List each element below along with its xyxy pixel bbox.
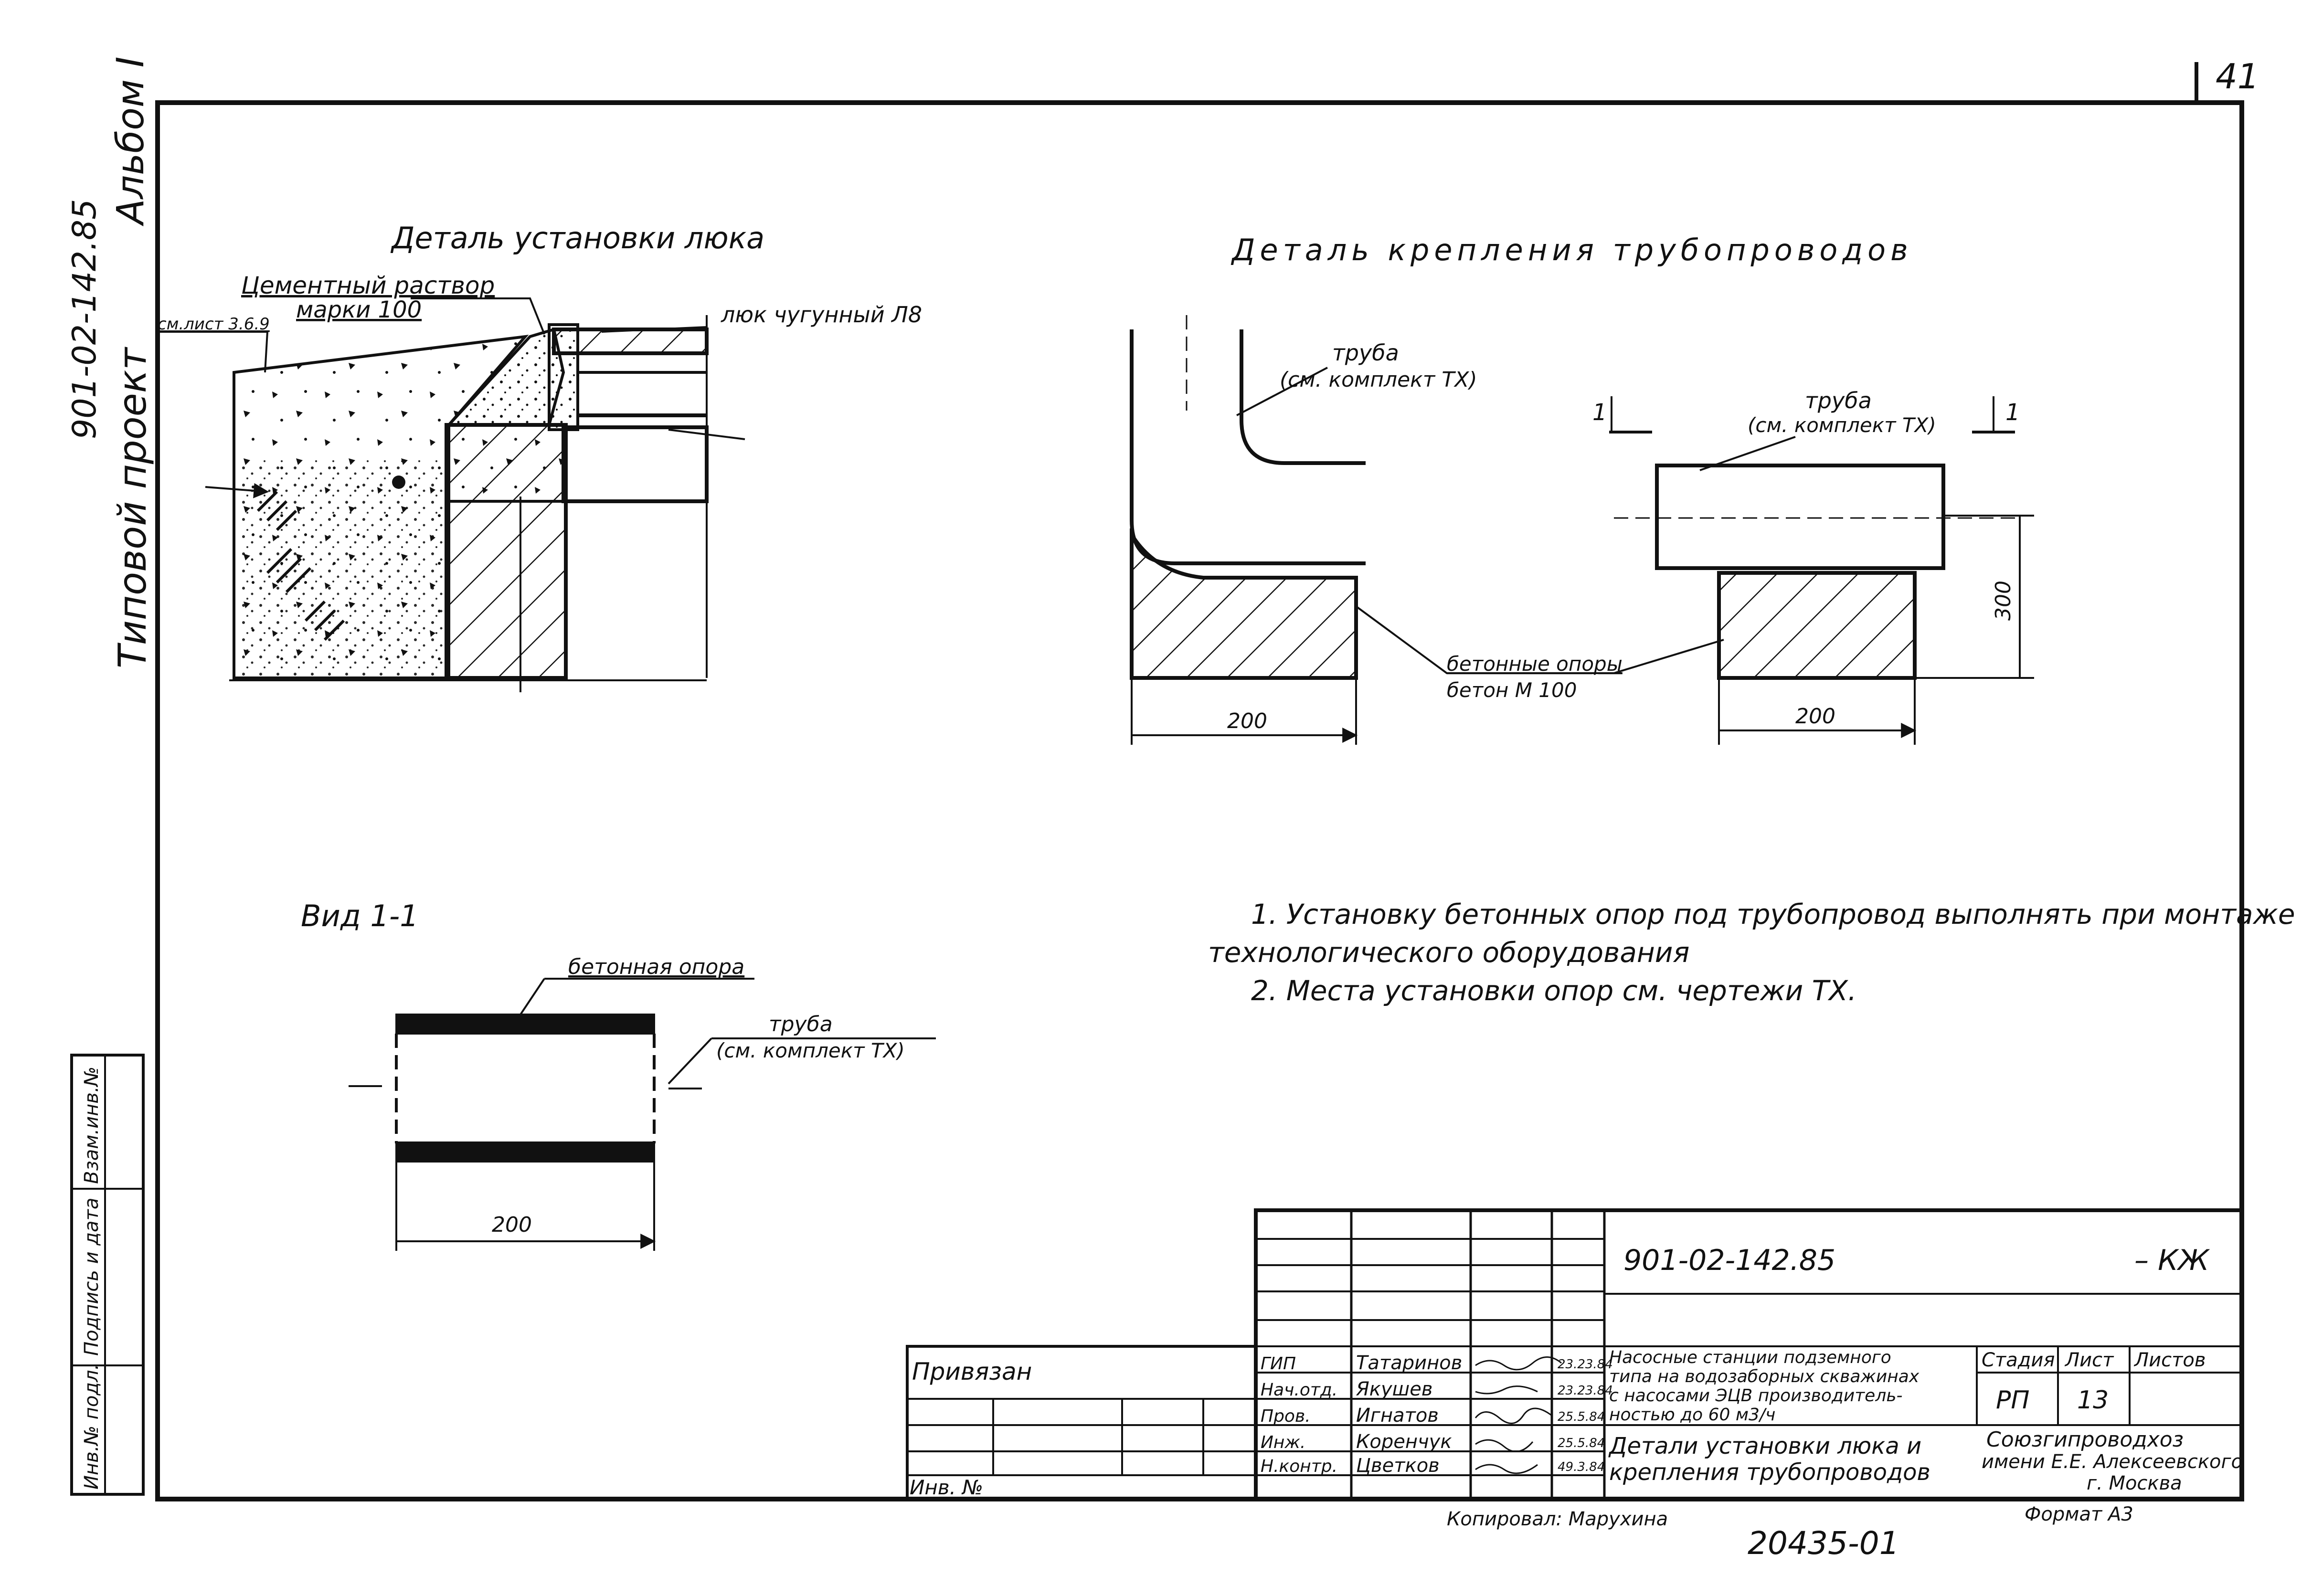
tb-date: 23.23.84 (1558, 1384, 1613, 1398)
dim-height-300: 300 (1991, 581, 2015, 621)
detail-hatch-title: Деталь установки люка (390, 221, 764, 255)
tb-role: Н.контр. (1261, 1457, 1337, 1476)
side-stamp-album: Альбом I (109, 56, 152, 227)
tb-mark: – КЖ (2134, 1244, 2210, 1277)
strip-podpis-data: Подпись и дата (81, 1198, 103, 1356)
dim-right-200: 200 (1795, 704, 1835, 729)
note-1b: технологического оборудования (1208, 936, 1689, 969)
strip-vzam-inv: Взам.инв.№ (81, 1067, 103, 1184)
side-stamp-project-type: Типовой проект (110, 347, 155, 668)
pipe-label-1: труба (1332, 340, 1399, 366)
tb-inv-no: Инв. № (910, 1476, 983, 1499)
tb-sheet-title-1: Детали установки люка и (1608, 1433, 1921, 1459)
tb-description-line: ностью до 60 м3/ч (1609, 1405, 1775, 1425)
tb-name: Коренчук (1356, 1431, 1452, 1453)
footer-copied-by: Копировал: Марухина (1447, 1508, 1668, 1530)
label-ref-sheet: см.лист 3.6.9 (158, 315, 270, 334)
view-pipe-label-2: (см. комплект ТХ) (716, 1039, 905, 1062)
tb-dates: 23.23.84 23.23.84 25.5.84 25.5.84 49.3.8… (1558, 1357, 1613, 1474)
tb-name: Татаринов (1356, 1352, 1462, 1374)
tb-stage: РП (1996, 1386, 2029, 1415)
dim-left-200: 200 (1227, 709, 1267, 733)
label-hatch-cover: люк чугунный Л8 (721, 302, 922, 328)
tb-sheet: 13 (2077, 1386, 2109, 1415)
tb-name: Якушев (1356, 1378, 1432, 1400)
tb-date: 23.23.84 (1558, 1357, 1613, 1372)
tb-date: 49.3.84 (1558, 1460, 1605, 1474)
tb-description: Насосные станции подземного типа на водо… (1609, 1348, 1920, 1425)
footer-format: Формат А3 (2025, 1503, 2133, 1525)
side-stamp-code: 901-02-142.85 (66, 199, 104, 439)
tb-date: 25.5.84 (1558, 1436, 1605, 1450)
detail-pipes-title: Деталь крепления трубопроводов (1230, 233, 1913, 267)
tb-name: Игнатов (1356, 1405, 1439, 1427)
tb-org-2: имени Е.Е. Алексеевского (1982, 1451, 2243, 1473)
footer-number: 20435-01 (1748, 1525, 1899, 1562)
tb-signatures (1474, 1356, 1562, 1474)
tb-code: 901-02-142.85 (1623, 1244, 1835, 1277)
support-label-2: бетон М 100 (1447, 678, 1577, 702)
title-block: 901-02-142.85 – КЖ Привязан Инв. № ГИП Н… (906, 1208, 2244, 1501)
view-1-1: Вид 1-1 бетонная опора труба (см. компле… (301, 898, 936, 1251)
label-mortar-2: марки 100 (296, 296, 422, 323)
page-number: 41 (2216, 56, 2259, 96)
tb-date: 25.5.84 (1558, 1410, 1605, 1424)
note-1a: 1. Установку бетонных опор под трубопров… (1251, 898, 2295, 930)
label-mortar-1: Цементный раствор (241, 272, 495, 299)
tb-role: Пров. (1261, 1406, 1311, 1426)
tb-sheets-header: Листов (2133, 1349, 2206, 1371)
section-mark-right: 1 (2005, 399, 2020, 426)
notes: 1. Установку бетонных опор под трубопров… (1208, 898, 2295, 1007)
note-2: 2. Места установки опор см. чертежи ТХ. (1251, 974, 1856, 1007)
view-pipe-label-1: труба (769, 1012, 833, 1036)
pipe-label-right-1: труба (1805, 388, 1872, 413)
pipe-label-2: (см. комплект ТХ) (1280, 368, 1477, 392)
tb-stage-header: Стадия (1982, 1349, 2055, 1371)
tb-privyazan: Привязан (912, 1358, 1032, 1385)
tb-role: Инж. (1261, 1433, 1305, 1452)
detail-hatch: Деталь установки люка Цементный раствор … (158, 221, 922, 692)
view-dim-200: 200 (492, 1213, 532, 1237)
view-support-label: бетонная опора (568, 955, 744, 979)
tb-sheet-title-2: крепления трубопроводов (1609, 1459, 1930, 1486)
support-label-1: бетонные опоры (1447, 652, 1623, 676)
tb-description-line: типа на водозаборных скважинах (1609, 1367, 1920, 1386)
tb-names: Татаринов Якушев Игнатов Коренчук Цветко… (1356, 1352, 1462, 1477)
tb-name: Цветков (1356, 1455, 1440, 1477)
tb-description-line: Насосные станции подземного (1609, 1348, 1891, 1367)
tb-role: ГИП (1261, 1354, 1296, 1374)
tb-org-1: Союзгипроводхоз (1986, 1427, 2184, 1452)
tb-org-3: г. Москва (2087, 1472, 2182, 1494)
footer: Копировал: Марухина Формат А3 20435-01 (1447, 1503, 2133, 1562)
section-mark-left: 1 (1592, 399, 1607, 426)
tb-sheet-header: Лист (2064, 1349, 2114, 1371)
tb-description-line: с насосами ЭЦВ производитель- (1609, 1386, 1903, 1406)
left-approval-strip: Взам.инв.№ Подпись и дата Инв.№ подл. (70, 1054, 145, 1496)
detail-pipes: Деталь крепления трубопроводов 200 труба… (1130, 233, 2034, 745)
strip-inv-podl: Инв.№ подл. (81, 1364, 103, 1490)
pipe-label-right-2: (см. комплект ТХ) (1748, 413, 1936, 437)
side-stamp: Альбом I 901-02-142.85 Типовой проект (66, 56, 155, 668)
view-1-1-title: Вид 1-1 (301, 898, 419, 933)
tb-role: Нач.отд. (1261, 1380, 1337, 1400)
tb-roles: ГИП Нач.отд. Пров. Инж. Н.контр. (1261, 1354, 1337, 1476)
